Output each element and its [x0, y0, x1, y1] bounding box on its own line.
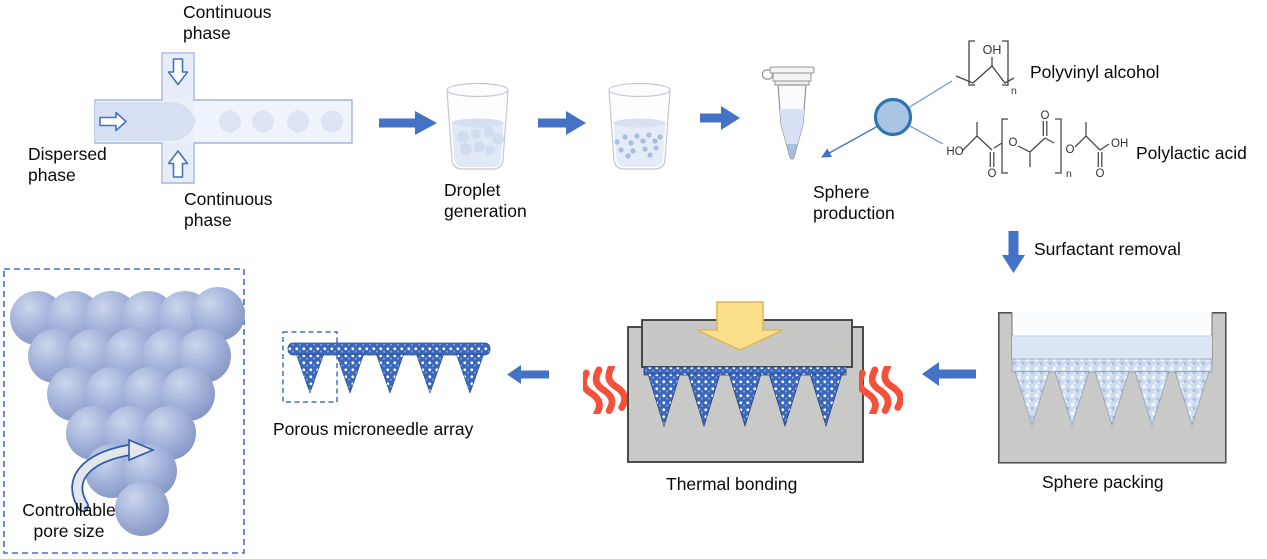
flow-arrow-3-icon [700, 106, 740, 130]
callout-dashed-border [3, 268, 245, 554]
microfluidic-chip [94, 52, 353, 184]
pore-size-callout-box: Controllable pore size [3, 268, 245, 554]
dispersed-phase-label: Dispersed phase [28, 144, 107, 186]
controllable-pore-size-label: Controllable pore size [22, 500, 116, 542]
bonded-needles [643, 366, 847, 428]
thermal-bonding-press [627, 301, 864, 463]
pla-o2-text: O [1009, 137, 1018, 149]
needle-zoom-box [282, 331, 338, 403]
microspheres [614, 132, 663, 159]
packed-sphere-cavities [1011, 358, 1213, 427]
pla-n-text: n [1066, 168, 1072, 180]
thermal-bonding-label: Thermal bonding [666, 474, 798, 494]
flow-arrow-5-icon [507, 365, 549, 384]
heat-waves-right-icon [859, 366, 903, 414]
continuous-phase-bottom-label: Continuous phase [184, 189, 273, 231]
sphere-callout [821, 80, 953, 158]
pla-bond-left [961, 135, 993, 152]
sphere-pellet [786, 144, 798, 158]
pla-bond-3 [1044, 137, 1055, 144]
beaker-rim [608, 82, 671, 98]
sphere-production-label: Sphere production [813, 182, 895, 224]
callout-line-to-pva [907, 80, 953, 109]
pva-oh-text: OH [983, 43, 1002, 57]
liquid-layer [1012, 336, 1212, 360]
pla-ho-text: HO [946, 146, 963, 158]
pla-o1-text: O [988, 168, 997, 180]
pva-n-text: n [1011, 85, 1017, 97]
pla-bond-right [1074, 135, 1101, 151]
pla-o4-text: O [1066, 144, 1075, 156]
pla-o5-text: O [1096, 168, 1105, 180]
pva-bracket-right [1002, 40, 1009, 86]
pla-bond-mid [1017, 137, 1046, 153]
pla-carbonyl-1 [989, 152, 995, 167]
pva-bracket-left [968, 40, 975, 86]
porous-microneedle-array-label: Porous microneedle array [273, 419, 474, 439]
flow-arrow-2-icon [538, 111, 586, 135]
pore-size-arrow [71, 438, 156, 512]
polylactic-acid-label: Polylactic acid [1136, 143, 1247, 163]
beaker-rim [446, 82, 509, 98]
sphere-packing-label: Sphere packing [1042, 472, 1164, 492]
microsphere-icon [873, 97, 913, 137]
pla-bond-4 [1099, 143, 1110, 151]
pla-oh-text: OH [1111, 138, 1128, 150]
press-arrow-icon [696, 301, 784, 351]
sphere-stack [10, 287, 245, 536]
microneedle-array [282, 331, 491, 403]
tube-supernatant [779, 109, 805, 144]
droplets-in-channel [219, 110, 343, 133]
array-needles [287, 342, 491, 395]
callout-arrow-to-tube [821, 125, 879, 158]
pla-carbonyl-3 [1097, 152, 1103, 167]
continuous-flow-down-arrow-icon [167, 58, 189, 86]
pla-o3-text: O [1041, 110, 1050, 122]
pla-bracket-right [1055, 118, 1062, 174]
pla-bond-2 [993, 142, 1003, 149]
droplet-generation-label: Droplet generation [444, 180, 527, 222]
beaker-liquid [613, 123, 666, 167]
beaker-droplet-generation [446, 82, 509, 170]
dispersed-flow-arrow-icon [99, 111, 127, 132]
beaker-sphere-suspension [608, 82, 671, 170]
continuous-flow-up-arrow-icon [167, 150, 189, 178]
polyvinyl-alcohol-label: Polyvinyl alcohol [1030, 62, 1160, 82]
surfactant-removal-arrow-icon [1002, 231, 1025, 273]
heat-waves-left-icon [583, 366, 627, 414]
surfactant-removal-label: Surfactant removal [1034, 239, 1181, 259]
dispersed-phase-stream [95, 102, 196, 141]
microcentrifuge-tube [761, 66, 815, 160]
pla-structure: HO O O O n O O OH [946, 110, 1128, 180]
droplets [457, 126, 504, 155]
flow-arrow-1-icon [379, 111, 437, 135]
pva-backbone [955, 65, 1015, 84]
pla-bracket-left [1001, 118, 1008, 174]
sphere-packing-mold [998, 312, 1227, 464]
pla-carbonyl-2 [1042, 121, 1048, 136]
packed-spheres [3, 268, 245, 554]
pva-structure: OH n [955, 40, 1017, 97]
flow-arrow-4-icon [922, 362, 976, 386]
continuous-phase-top-label: Continuous phase [183, 2, 272, 44]
liquid-surface [451, 118, 504, 128]
callout-line-to-pla [907, 124, 944, 145]
liquid-surface [613, 118, 666, 128]
